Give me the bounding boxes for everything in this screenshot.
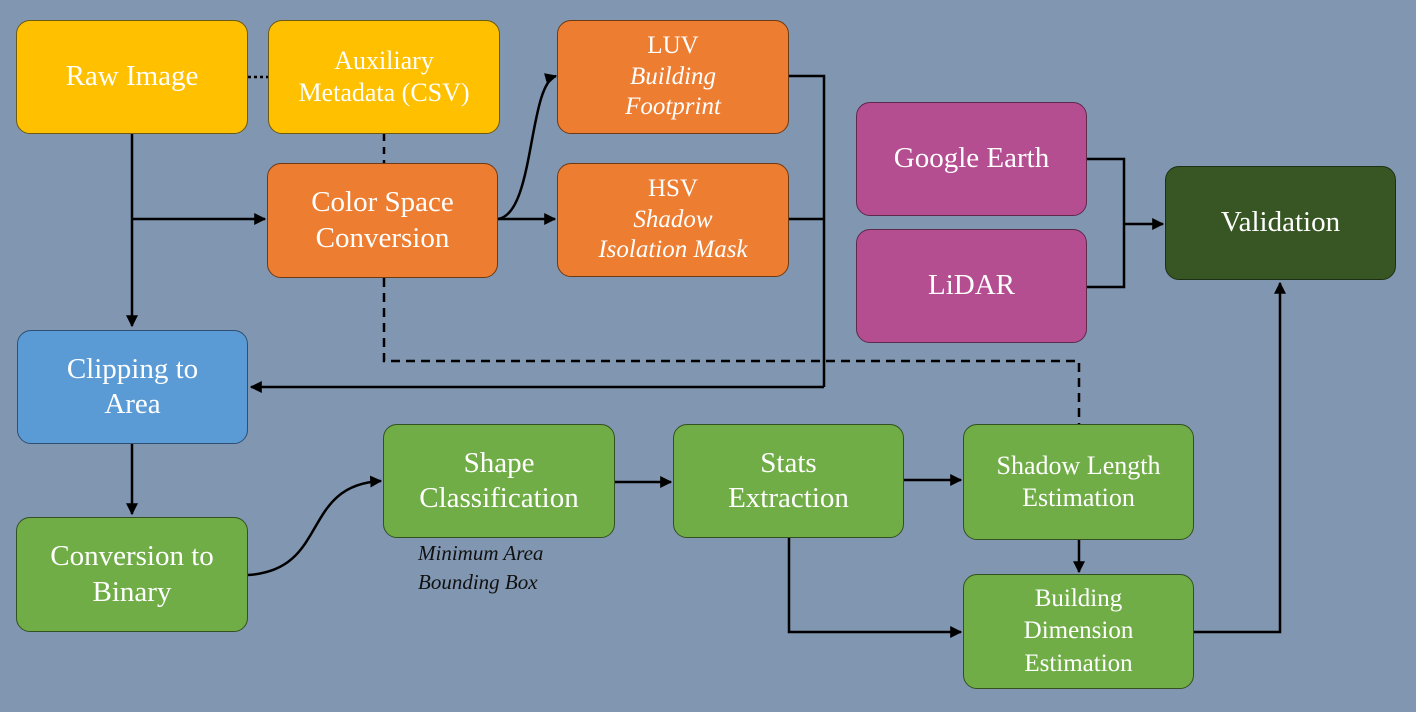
google-earth-label: Google Earth [893, 142, 1050, 175]
conversion-to-binary-label-line2: Binary [92, 575, 172, 608]
building-dimension-estimation-label-line1: Building [1034, 584, 1123, 612]
shape-classification-label-line1: Shape [463, 446, 535, 479]
clipping-to-area-node[interactable]: Clipping to Area [17, 330, 248, 444]
building-dimension-estimation-label-line3: Estimation [1024, 649, 1133, 677]
luv-title: LUV [647, 32, 699, 60]
stats-extraction-node[interactable]: Stats Extraction [673, 424, 904, 538]
color-space-conversion-node[interactable]: Color Space Conversion [267, 163, 498, 278]
shape-classification-annotation: Minimum Area Bounding Box [418, 539, 543, 597]
csc-to-luv-arrow [497, 73, 558, 221]
bde-to-validation-arrow [1194, 281, 1286, 634]
luv-to-clip-wire [789, 74, 826, 387]
auxiliary-metadata-label-line1: Auxiliary [334, 46, 434, 76]
shadow-length-estimation-label-line2: Estimation [1022, 483, 1135, 512]
color-space-conversion-label-line2: Conversion [315, 221, 450, 254]
shadow-length-estimation-label-line1: Shadow Length [996, 451, 1161, 481]
annotation-line1: Minimum Area [418, 541, 544, 565]
clipping-to-area-label-line1: Clipping to [66, 352, 199, 385]
stats-extraction-label-line1: Stats [760, 446, 817, 479]
luv-subtitle-line1: Building [629, 62, 717, 90]
lidar-node[interactable]: LiDAR [856, 229, 1087, 343]
hsv-node[interactable]: HSV Shadow Isolation Mask [557, 163, 789, 277]
validation-node[interactable]: Validation [1165, 166, 1396, 280]
google-to-validation-wire [1087, 157, 1126, 289]
building-dimension-estimation-label-line2: Dimension [1023, 617, 1134, 645]
color-space-conversion-label-line1: Color Space [311, 186, 454, 219]
luv-node[interactable]: LUV Building Footprint [557, 20, 789, 134]
google-earth-node[interactable]: Google Earth [856, 102, 1087, 216]
validation-label: Validation [1220, 206, 1341, 239]
stats-to-bde-arrow [787, 538, 963, 638]
stats-extraction-label-line2: Extraction [728, 482, 849, 514]
binary-to-shape-arrow [247, 475, 383, 577]
conversion-to-binary-node[interactable]: Conversion to Binary [16, 517, 248, 632]
building-dimension-estimation-node[interactable]: Building Dimension Estimation [963, 574, 1194, 689]
annotation-line2: Bounding Box [418, 569, 538, 594]
conversion-to-binary-label-line1: Conversion to [50, 540, 214, 573]
hsv-subtitle-line2: Isolation Mask [598, 236, 748, 264]
lidar-label: LiDAR [928, 269, 1015, 302]
hsv-subtitle-line1: Shadow [633, 205, 713, 233]
hsv-title: HSV [647, 175, 698, 203]
auxiliary-metadata-node[interactable]: Auxiliary Metadata (CSV) [268, 20, 500, 134]
raw-image-node[interactable]: Raw Image [16, 20, 248, 134]
shadow-length-estimation-node[interactable]: Shadow Length Estimation [963, 424, 1194, 540]
clipping-to-area-label-line2: Area [104, 388, 161, 420]
luv-subtitle-line2: Footprint [625, 93, 721, 121]
shape-classification-label-line2: Classification [419, 482, 579, 514]
raw-image-label: Raw Image [65, 60, 199, 93]
shape-classification-node[interactable]: Shape Classification [383, 424, 615, 538]
auxiliary-metadata-label-line2: Metadata (CSV) [298, 78, 470, 107]
